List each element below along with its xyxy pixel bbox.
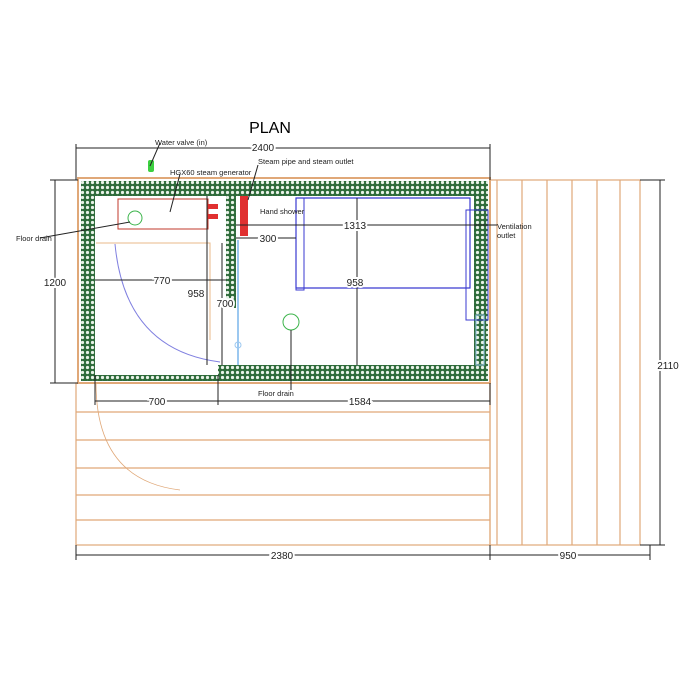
plan-title: PLAN	[249, 120, 291, 137]
label-ventilation-1: Ventilation	[497, 222, 532, 231]
dim-side-deck-width: 950	[560, 551, 577, 562]
dim-deck-width: 2380	[271, 551, 294, 562]
dim-shower-width: 700	[149, 397, 166, 408]
dim-shower-depth: 958	[188, 289, 205, 300]
steam-generator	[117, 198, 218, 230]
dim-overall-width: 2400	[252, 143, 275, 154]
dim-bench-length: 1313	[344, 221, 367, 232]
label-floor-drain-center: Floor drain	[258, 389, 294, 398]
steam-outlet	[240, 196, 248, 236]
floor-drain-center-icon	[282, 313, 300, 331]
dim-shower-inner-width: 770	[154, 276, 171, 287]
label-hand-shower: Hand shower	[260, 207, 305, 216]
dim-bench-depth: 958	[347, 278, 364, 289]
door-handle-icon	[234, 341, 242, 349]
label-steam-pipe: Steam pipe and steam outlet	[258, 157, 354, 166]
label-ventilation-2: outlet	[497, 231, 516, 240]
water-valve-icon	[148, 160, 154, 172]
dim-total-depth: 2110	[657, 361, 679, 372]
dim-sauna-width: 1584	[349, 397, 372, 408]
label-water-valve: Water valve (in)	[155, 138, 208, 147]
front-deck	[75, 382, 491, 546]
sauna-walls	[77, 177, 491, 384]
dimension-lines	[39, 142, 665, 560]
shower-tray	[96, 242, 211, 340]
label-floor-drain-left: Floor drain	[16, 234, 52, 243]
floor-drain-left-icon	[127, 210, 143, 226]
dim-door-width: 700	[217, 299, 234, 310]
shower-door-swing	[114, 243, 221, 363]
annotations: Water valve (in) HGX60 steam generator S…	[16, 138, 532, 398]
sauna-bench	[295, 197, 489, 366]
dim-partition-offset: 300	[260, 234, 277, 245]
label-steam-generator: HGX60 steam generator	[170, 168, 252, 177]
dim-overall-depth: 1200	[44, 278, 67, 289]
dimension-labels: 2400 1200 2110 2380 950 700 1584 770 958…	[42, 141, 681, 564]
